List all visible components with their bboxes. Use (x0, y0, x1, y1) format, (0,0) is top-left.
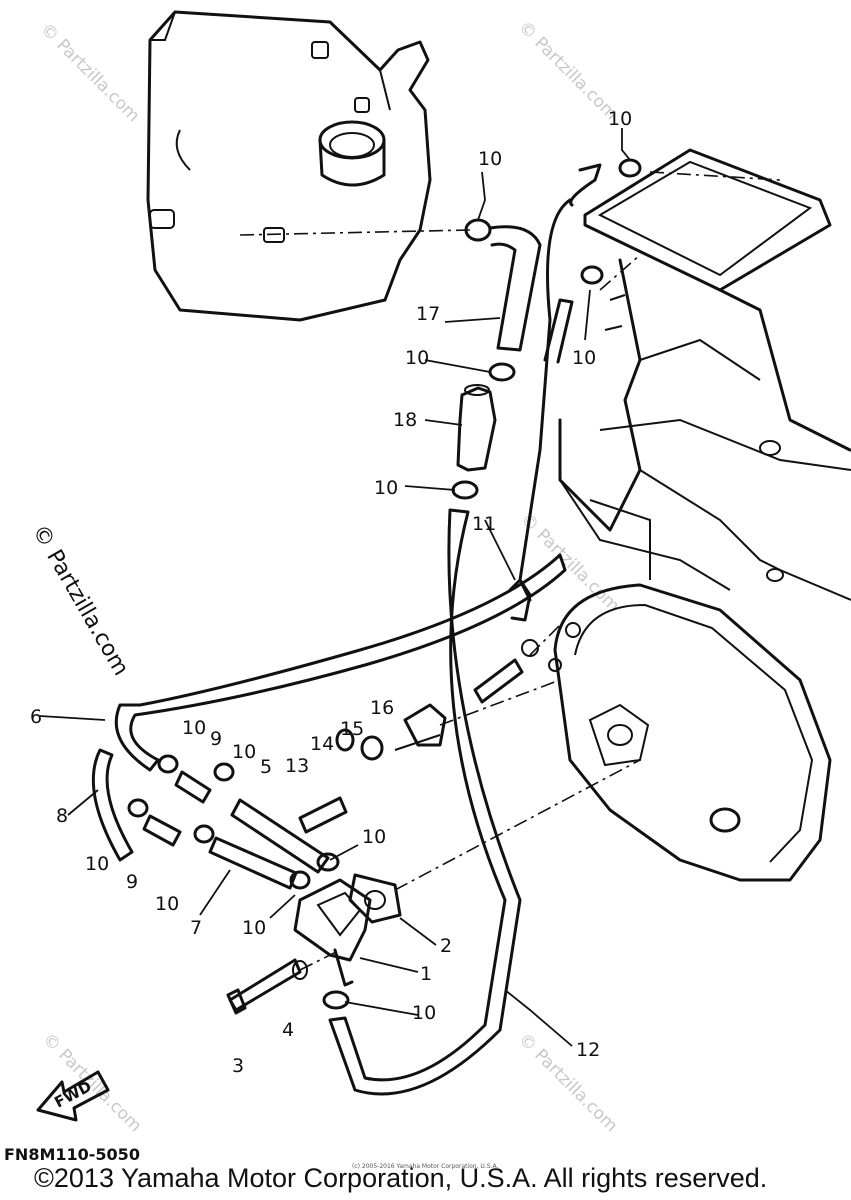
callout-8: 8 (56, 805, 68, 827)
diagram-code: FN8M110-5050 (4, 1145, 140, 1164)
callout-18: 18 (393, 409, 417, 431)
callout-13: 13 (285, 755, 309, 777)
watermark-5: © Partzilla.com (514, 1029, 621, 1136)
callout-6: 6 (30, 706, 42, 728)
watermark-1: © Partzilla.com (36, 19, 143, 126)
fittings (142, 384, 524, 1015)
callout-14: 14 (310, 733, 334, 755)
callout-10: 10 (374, 477, 398, 499)
engine-block (558, 148, 851, 601)
callout-17: 17 (416, 303, 440, 325)
callout-16: 16 (370, 697, 394, 719)
callout-10: 10 (405, 347, 429, 369)
oil-pump (293, 873, 402, 987)
callout-9: 9 (210, 728, 222, 750)
callout-10: 10 (232, 741, 256, 763)
callout-10: 10 (155, 893, 179, 915)
callout-1: 1 (420, 963, 432, 985)
tiny-copyright: (c) 2005-2016 Yamaha Motor Corporation, … (352, 1163, 499, 1170)
callout-12: 12 (576, 1039, 600, 1061)
callout-3: 3 (232, 1055, 244, 1077)
callout-10: 10 (608, 108, 632, 130)
callout-15: 15 (340, 718, 364, 740)
callout-10: 10 (478, 148, 502, 170)
callout-10: 10 (362, 826, 386, 848)
watermark-left: © Partzilla.com (27, 521, 134, 681)
watermark-2: © Partzilla.com (514, 17, 621, 124)
oil-tank (146, 10, 471, 322)
hoses (91, 163, 602, 1096)
callouts: 10 10 17 10 10 18 10 11 6 10 9 10 5 14 1… (30, 108, 632, 1077)
callout-4: 4 (282, 1019, 294, 1041)
callout-10: 10 (85, 853, 109, 875)
callout-7: 7 (190, 917, 202, 939)
alignment-lines (299, 171, 781, 971)
callout-11: 11 (472, 513, 496, 535)
callout-2: 2 (440, 935, 452, 957)
callout-9: 9 (126, 871, 138, 893)
watermark-4: © Partzilla.com (38, 1029, 145, 1136)
gear-cover (548, 583, 832, 882)
callout-10: 10 (242, 917, 266, 939)
hose-clamps (127, 158, 642, 1010)
callout-10: 10 (182, 717, 206, 739)
leader-lines (39, 128, 631, 1047)
fwd-label: FWD (51, 1077, 94, 1111)
copyright-notice: ©2013 Yamaha Motor Corporation, U.S.A. A… (34, 1163, 768, 1193)
callout-10: 10 (412, 1002, 436, 1024)
callout-5: 5 (260, 756, 272, 778)
callout-10: 10 (572, 347, 596, 369)
